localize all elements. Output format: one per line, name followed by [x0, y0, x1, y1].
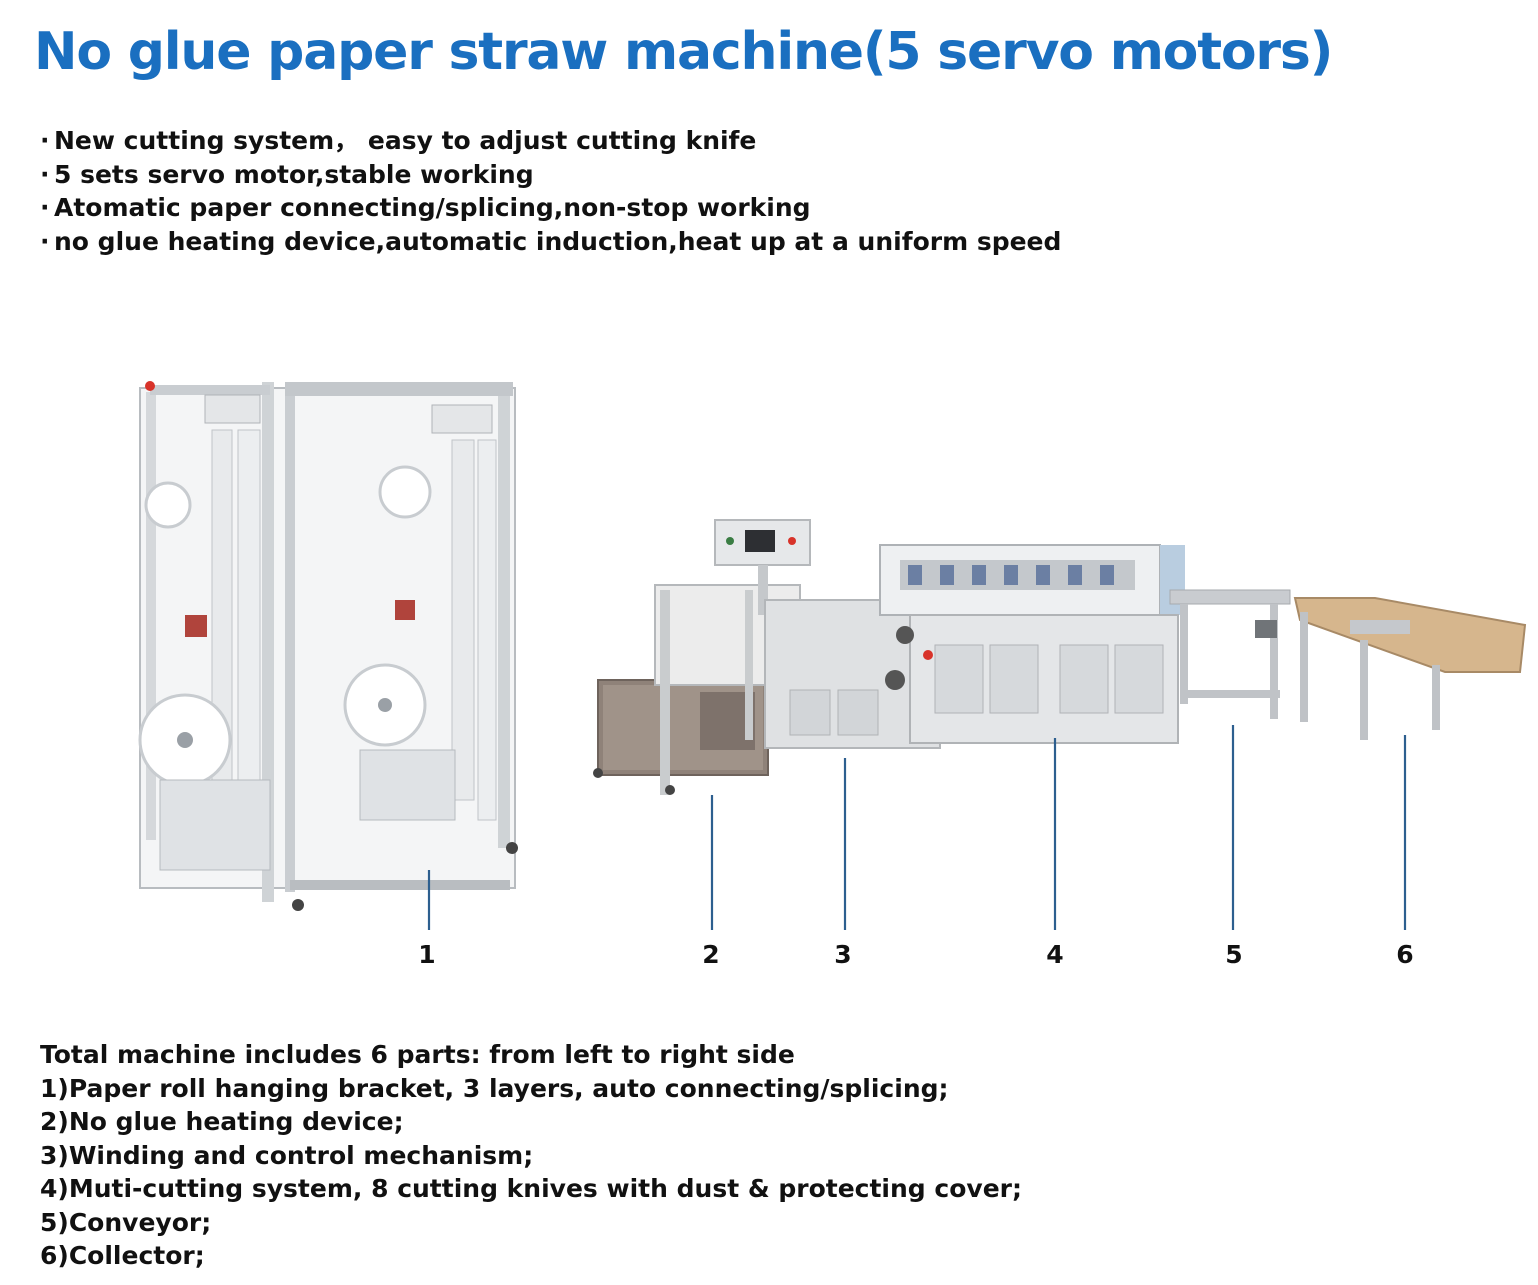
feature-item: ·no glue heating device,automatic induct…: [40, 225, 1061, 259]
feature-list: ·New cutting system， easy to adjust cutt…: [40, 124, 1061, 258]
part-number-label: 5: [1225, 940, 1243, 969]
part-number-label: 3: [834, 940, 852, 969]
feature-item: ·Atomatic paper connecting/splicing,non-…: [40, 191, 1061, 225]
page-title: No glue paper straw machine(5 servo moto…: [34, 22, 1333, 82]
machine-photo: [138, 381, 1527, 930]
part-number-label: 2: [702, 940, 720, 969]
feature-text: New cutting system， easy to adjust cutti…: [54, 126, 757, 155]
part-item: 4)Muti-cutting system, 8 cutting knives …: [40, 1174, 1022, 1203]
part-item: 2)No glue heating device;: [40, 1107, 404, 1136]
feature-text: no glue heating device,automatic inducti…: [54, 226, 1062, 256]
feature-item: ·New cutting system， easy to adjust cutt…: [40, 124, 1061, 158]
part-number-label: 6: [1396, 940, 1414, 969]
winding-and-cutting-illustration: [714, 519, 1185, 749]
parts-intro: Total machine includes 6 parts: from lef…: [40, 1040, 795, 1069]
conveyor-illustration: [1169, 589, 1291, 719]
part-item: 1)Paper roll hanging bracket, 3 layers, …: [40, 1073, 949, 1103]
part-item: 5)Conveyor;: [40, 1207, 212, 1237]
bullet-dot: ·: [40, 226, 50, 256]
part-number-label: 4: [1046, 940, 1064, 969]
feature-text: Atomatic paper connecting/splicing,non-s…: [54, 193, 811, 222]
feature-text: 5 sets servo motor,stable working: [54, 159, 534, 189]
bullet-dot: ·: [40, 126, 50, 155]
feature-item: ·5 sets servo motor,stable working: [40, 158, 1061, 192]
collector-illustration: [1293, 597, 1527, 740]
part-item: 3)Winding and control mechanism;: [40, 1140, 534, 1170]
paper-roll-bracket-illustration: [138, 381, 518, 911]
bullet-dot: ·: [40, 193, 50, 222]
heating-device-illustration: [593, 584, 801, 795]
part-number-label: 1: [418, 940, 436, 969]
part-item: 6)Collector;: [40, 1241, 205, 1270]
bullet-dot: ·: [40, 159, 50, 189]
parts-list: Total machine includes 6 parts: from lef…: [40, 1038, 1022, 1273]
